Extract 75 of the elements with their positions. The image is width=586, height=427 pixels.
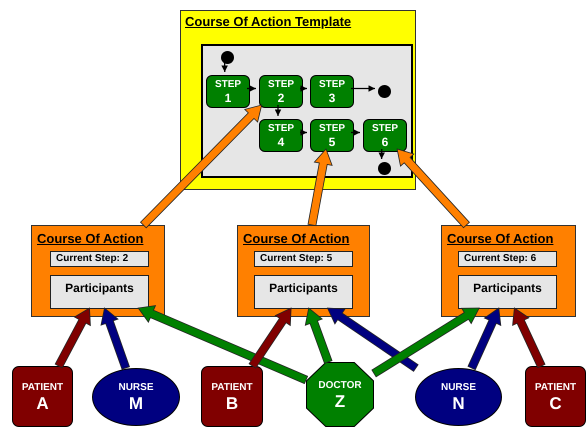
role-letter: 2 — [278, 91, 284, 105]
participants-label: Participants — [268, 280, 339, 297]
role-letter: 4 — [278, 135, 284, 149]
participants-box — [50, 275, 149, 309]
role-letter: M — [128, 394, 144, 413]
card-title: Course Of Action — [243, 230, 350, 248]
role-letter: 3 — [328, 91, 336, 105]
role-letter: 6 — [382, 135, 388, 149]
thick-arrow — [326, 308, 419, 372]
role-letter: 1 — [224, 91, 232, 105]
role-label: STEP — [318, 122, 346, 135]
role-letter: N — [452, 394, 465, 413]
thick-arrow — [396, 148, 470, 228]
role-label: PATIENT — [534, 380, 576, 394]
participants-box — [458, 275, 557, 309]
arrow — [274, 105, 282, 116]
arrow — [378, 149, 385, 159]
thick-arrow — [371, 308, 480, 378]
step-box — [310, 119, 354, 152]
role-label: PATIENT — [22, 380, 64, 394]
template-title: Course Of Action Template — [185, 13, 352, 31]
thick-arrow — [140, 104, 262, 228]
current-step-text: Current Step: 2 — [55, 252, 130, 266]
current-step-text: Current Step: 6 — [463, 252, 538, 266]
role-letter: 5 — [328, 135, 336, 149]
arrow — [300, 129, 307, 136]
thick-arrow — [137, 305, 308, 384]
card-title: Course Of Action — [37, 230, 144, 248]
current-step-box — [458, 251, 557, 267]
current-step-box — [254, 251, 353, 267]
action-card — [237, 225, 370, 317]
role-letter: C — [549, 394, 562, 412]
patient-box — [201, 366, 263, 427]
arrow — [247, 85, 256, 92]
role-label: STEP — [318, 78, 346, 91]
thick-arrow — [467, 307, 502, 370]
arrow — [351, 85, 375, 92]
current-step-text: Current Step: 5 — [259, 252, 334, 266]
step-box — [310, 75, 354, 108]
thick-arrow — [54, 307, 91, 368]
patient-box — [525, 366, 586, 427]
thick-arrow — [512, 307, 546, 368]
action-card — [31, 225, 165, 317]
thick-arrow — [100, 307, 130, 370]
arrow — [300, 85, 307, 92]
action-card — [441, 225, 576, 317]
role-label: NURSE — [118, 381, 154, 394]
role-label: STEP — [372, 122, 398, 135]
participants-label: Participants — [472, 280, 543, 297]
doctor-octagon — [306, 362, 374, 427]
arrow — [221, 61, 228, 72]
role-label: STEP — [268, 78, 294, 91]
step-box — [206, 75, 250, 108]
step-box — [259, 75, 303, 108]
role-label: PATIENT — [211, 380, 253, 394]
role-label: NURSE — [440, 381, 476, 394]
thick-arrow — [248, 307, 292, 369]
step-box — [259, 119, 303, 152]
step-box — [363, 119, 407, 152]
role-letter: B — [226, 394, 238, 412]
participants-label: Participants — [64, 280, 135, 297]
arrow — [351, 129, 360, 136]
role-letter: A — [36, 394, 49, 412]
current-step-box — [50, 251, 149, 267]
participants-box — [254, 275, 353, 309]
patient-box — [12, 366, 73, 427]
template-panel — [180, 10, 416, 190]
card-title: Course Of Action — [447, 230, 554, 248]
role-label: STEP — [268, 122, 294, 135]
diagram-panel — [201, 44, 413, 178]
role-label: STEP — [214, 78, 242, 91]
thick-arrow — [308, 148, 333, 226]
thick-arrow — [304, 307, 333, 364]
role-label: DOCTOR — [318, 378, 362, 392]
role-letter: Z — [334, 392, 346, 410]
